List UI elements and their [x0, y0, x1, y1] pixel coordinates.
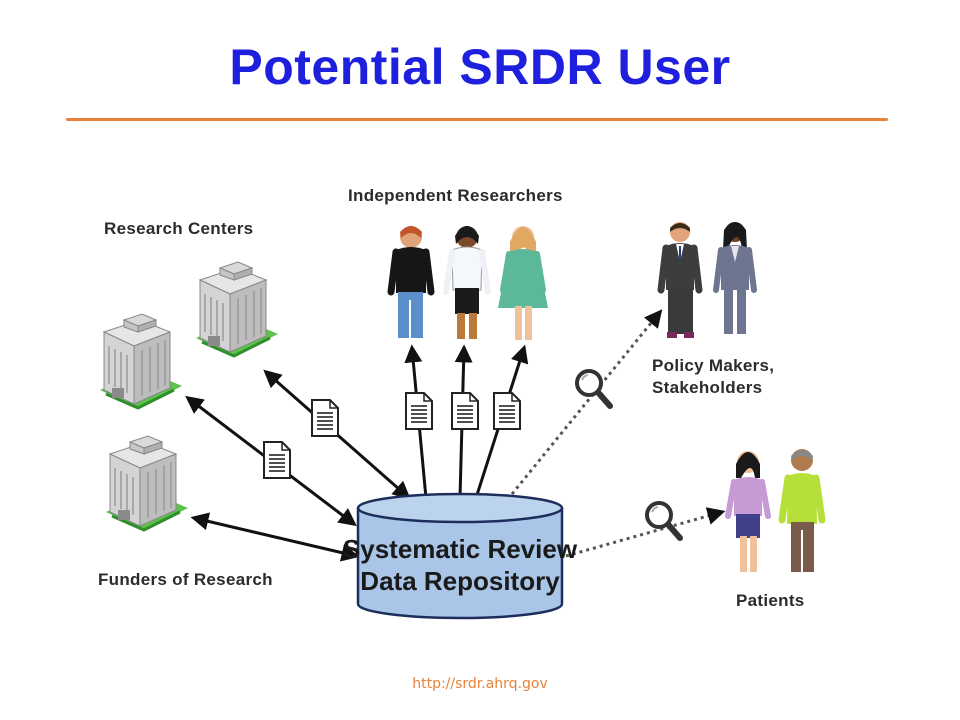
document-icon — [493, 392, 521, 430]
label-funders-of-research: Funders of Research — [98, 570, 273, 589]
repository-label-line1: Systematic Review — [343, 534, 578, 564]
researcher-figure-2 — [443, 226, 491, 339]
researcher-figure-3 — [498, 226, 548, 340]
label-policy-makers-line1: Policy Makers, — [652, 356, 775, 375]
document-icon — [263, 441, 291, 479]
document-icon — [405, 392, 433, 430]
magnifier-icon — [647, 503, 680, 538]
arrow-repo-to-funder — [190, 512, 360, 562]
researcher-figure-1 — [387, 226, 435, 338]
policy-maker-figure-2 — [713, 222, 757, 334]
policy-maker-figure-1 — [657, 222, 703, 338]
label-policy-makers-line2: Stakeholders — [652, 378, 763, 397]
patient-figure-2 — [778, 449, 826, 572]
research-center-building-1 — [194, 260, 280, 358]
document-icon — [451, 392, 479, 430]
data-repository-cylinder: Systematic Review Data Repository — [343, 492, 578, 620]
footer-url: http://srdr.ahrq.gov — [412, 676, 548, 692]
label-research-centers: Research Centers — [104, 219, 254, 238]
title-underline — [66, 118, 888, 121]
magnifier-icon — [577, 371, 610, 406]
funder-building — [104, 434, 190, 532]
patient-figure-1 — [725, 451, 771, 572]
document-icon — [311, 399, 339, 437]
label-policy-makers: Policy Makers, Stakeholders — [652, 355, 774, 399]
page-title: Potential SRDR User — [229, 39, 731, 95]
dotted-arrow-to-policy-makers — [510, 309, 663, 495]
label-patients: Patients — [736, 591, 805, 610]
label-independent-researchers: Independent Researchers — [348, 186, 563, 205]
dotted-arrow-to-patients — [565, 507, 726, 558]
research-center-building-2 — [98, 312, 184, 410]
repository-label-line2: Data Repository — [360, 566, 560, 596]
